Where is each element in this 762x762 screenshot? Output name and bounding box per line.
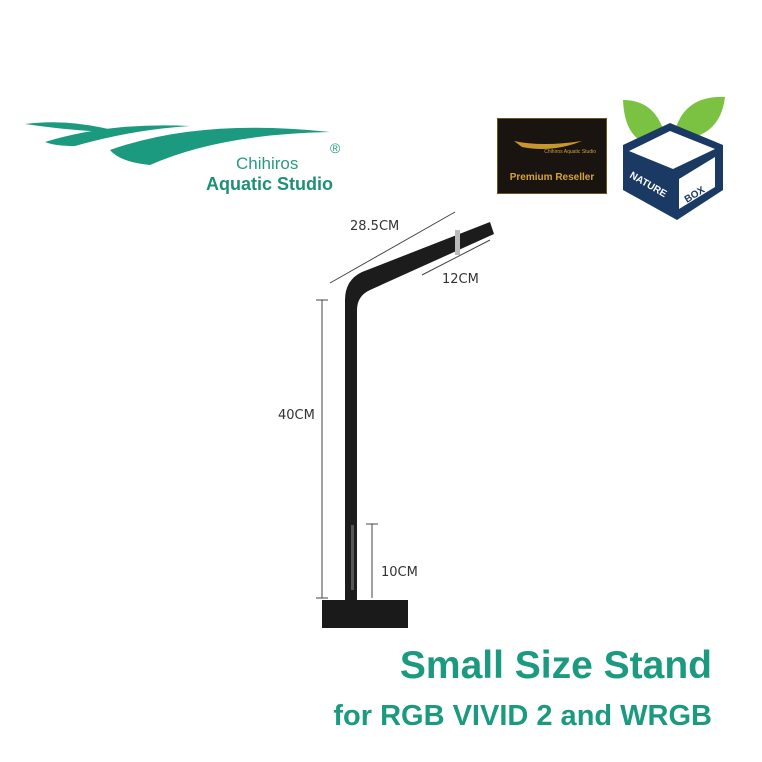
brand-name-line2: Aquatic Studio [206,174,333,194]
dimension-lines [316,211,491,599]
adjust-slot [351,525,354,590]
mount-pin [455,230,460,255]
badge-sub: Chihiros Aquatic Studio [544,149,596,155]
badge-waves-icon [514,141,582,149]
dim-height: 40CM [278,408,315,423]
badge-label: Premium Reseller [509,172,595,183]
dim-slot: 10CM [381,565,418,580]
product-title: Small Size Stand [399,644,712,687]
registered-mark: ® [330,140,341,156]
stand-base [322,600,408,628]
product-subtitle: for RGB VIVID 2 and WRGB [333,700,712,732]
dim-arm-length: 28.5CM [350,219,400,234]
dim-arm-tip: 12CM [442,272,479,287]
premium-reseller-badge: Chihiros Aquatic Studio Premium Reseller [497,118,607,194]
nature-box-logo: NATURE BOX [623,96,725,220]
brand-name-line1: Chihiros [236,154,299,173]
